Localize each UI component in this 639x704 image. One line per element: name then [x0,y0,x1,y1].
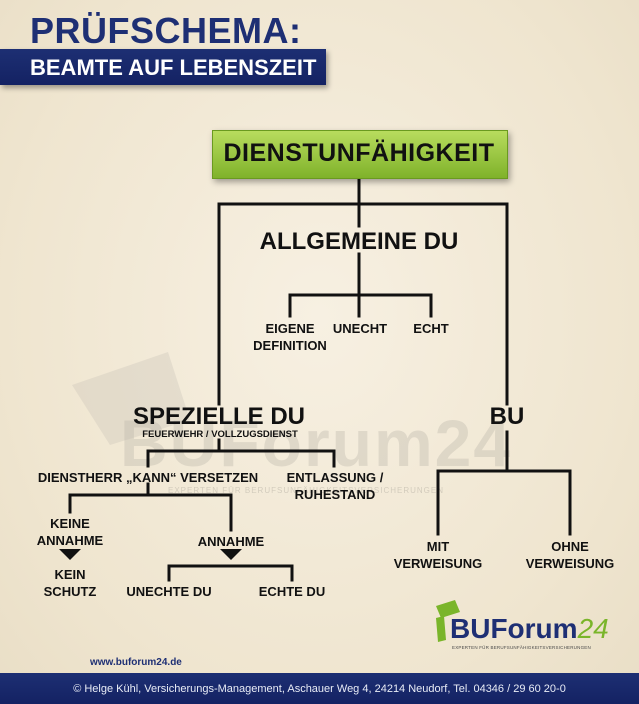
arrow-annahme [220,549,242,560]
node-echte-du: ECHTE DU [258,584,326,599]
subtitle-bar [0,49,326,85]
watermark-tagline: EXPERTEN FÜR BERUFSUNFÄHIGKEITSVERSICHER… [168,486,444,495]
node-unechte-du: UNECHTE DU [126,584,212,599]
node-spezielle-du: SPEZIELLE DU [132,403,306,430]
node-kein-schutz-line1: KEIN [54,567,86,582]
footer-copyright: © Helge Kühl, Versicherungs-Management, … [73,683,566,695]
node-eigene-definition-line1: EIGENE [265,321,315,336]
root-node-label: DIENSTUNFÄHIGKEIT [223,139,495,167]
root-node-box [212,130,508,179]
node-spezielle-note: FEUERWEHR / VOLLZUGSDIENST [142,429,298,440]
logo-24: 24 [577,613,609,644]
node-keine-annahme-line2: ANNAHME [36,533,104,548]
node-entlassung-line1: ENTLASSUNG / [286,470,384,485]
logo-bu: BU [450,613,491,644]
footer-bar [0,673,639,704]
watermark-text: BUForum24 [120,406,513,480]
node-kein-schutz-line2: SCHUTZ [43,584,97,599]
node-ohne-verweisung-line1: OHNE [551,539,589,554]
node-annahme: ANNAHME [197,534,265,549]
node-keine-annahme-line1: KEINE [50,516,90,531]
logo-tagline: EXPERTEN FÜR BERUFSUNFÄHIGKEITSVERSICHER… [452,645,591,650]
node-bu: BU [489,403,525,430]
page-title: PRÜFSCHEMA: [30,10,302,51]
node-mit-verweisung-line1: MIT [426,539,450,554]
node-mit-verweisung-line2: VERWEISUNG [393,556,483,571]
node-eigene-definition-line2: DEFINITION [253,338,327,353]
node-dienstherr-versetzen: DIENSTHERR „KANN“ VERSETZEN [37,470,259,485]
logo-wordmark: BUForum24 [450,613,609,645]
logo-forum: Forum [490,613,578,644]
node-echt: ECHT [413,321,449,336]
arrow-keine-annahme [59,549,81,560]
node-entlassung-line2: RUHESTAND [294,487,376,502]
node-allgemeine-du: ALLGEMEINE DU [259,228,459,255]
node-ohne-verweisung-line2: VERWEISUNG [525,556,615,571]
page-subtitle: BEAMTE AUF LEBENSZEIT [30,55,317,80]
website-link[interactable]: www.buforum24.de [90,657,182,668]
node-unecht: UNECHT [332,321,388,336]
